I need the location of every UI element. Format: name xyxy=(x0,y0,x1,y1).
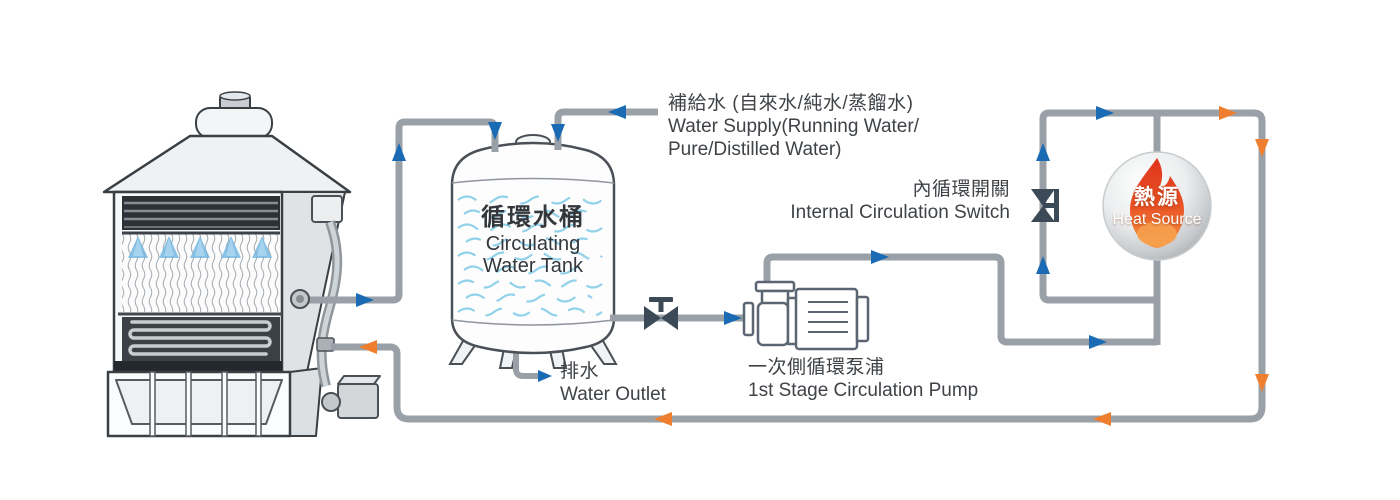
tank-label-en2: Water Tank xyxy=(482,255,584,277)
tower-sump-pump-box xyxy=(337,383,379,419)
hot-arrow-left-icon xyxy=(1093,412,1111,426)
pipe-water-supply xyxy=(554,108,658,150)
cooling-tower-illustration xyxy=(102,91,381,438)
tower-fan-housing xyxy=(195,107,273,139)
water-supply-label-en1: Water Supply(Running Water/ xyxy=(668,116,919,137)
internal-circulation-valve-icon xyxy=(1031,189,1059,222)
tank-outlet-valve-icon xyxy=(644,297,678,330)
hot-arrow-left-icon xyxy=(654,412,672,426)
tower-louvers xyxy=(122,196,280,230)
cool-arrow-down-icon xyxy=(551,124,565,142)
cool-arrow-right-icon xyxy=(1096,106,1114,120)
pipe-pump-discharge xyxy=(763,253,1157,346)
circulation-pump-icon xyxy=(742,280,870,351)
cool-flow-arrows xyxy=(356,105,1114,382)
cool-arrow-up-icon xyxy=(392,143,406,161)
cool-arrow-right-icon xyxy=(871,250,889,264)
pipe-tank-drain xyxy=(513,341,540,379)
cool-arrow-right-icon xyxy=(1089,335,1107,349)
water-outlet-label-en: Water Outlet xyxy=(560,384,666,405)
hot-arrow-down-icon xyxy=(1255,374,1269,392)
hot-arrow-down-icon xyxy=(1255,139,1269,157)
tower-outlet-port-center xyxy=(296,295,304,303)
circulating-water-tank-label: 循環水桶 Circulating Water Tank xyxy=(453,203,613,277)
tower-junction-box xyxy=(311,195,343,223)
water-supply-label-zh: 補給水 (自來水/純水/蒸餾水) xyxy=(668,93,914,114)
pipe-hot-return xyxy=(331,109,1266,423)
cool-arrow-left-icon xyxy=(608,105,626,119)
internal-circulation-switch-label: 內循環開關 Internal Circulation Switch xyxy=(790,178,1010,224)
tank-label-en1: Circulating xyxy=(485,233,581,255)
tower-coils xyxy=(128,320,272,356)
cool-arrow-right-icon xyxy=(356,293,374,307)
internal-circulation-switch-label-zh: 內循環開關 xyxy=(912,179,1010,200)
cool-arrow-right-icon xyxy=(538,370,552,382)
cool-arrow-up-icon xyxy=(1036,256,1050,274)
cool-arrow-right-icon xyxy=(724,311,742,325)
heat-source-label: 熱源 Heat Source xyxy=(1087,186,1227,229)
water-supply-label: 補給水 (自來水/純水/蒸餾水) Water Supply(Running Wa… xyxy=(668,92,919,161)
heat-source-label-en: Heat Source xyxy=(1112,211,1202,228)
tower-roof xyxy=(102,134,352,194)
circulation-pump-label: 一次側循環泵浦 1st Stage Circulation Pump xyxy=(748,356,978,402)
heat-source-label-zh: 熱源 xyxy=(1134,186,1180,209)
tower-basin-side xyxy=(289,367,323,437)
hot-arrow-right-icon xyxy=(1219,106,1237,120)
water-outlet-label-zh: 排水 xyxy=(560,361,600,382)
circulation-pump-label-zh: 一次側循環泵浦 xyxy=(748,357,885,378)
hot-arrow-left-icon xyxy=(359,340,377,354)
circulating-water-tank-illustration xyxy=(448,134,618,379)
water-outlet-label: 排水 Water Outlet xyxy=(560,360,666,406)
flame-glow xyxy=(1137,222,1177,246)
circulation-pump-label-en: 1st Stage Circulation Pump xyxy=(748,380,979,401)
tower-spray-nozzles xyxy=(128,236,272,258)
tank-label-zh: 循環水桶 xyxy=(481,204,585,231)
hot-flow-arrows xyxy=(359,106,1269,426)
heat-source-icon xyxy=(1102,151,1212,261)
water-supply-label-en2: Pure/Distilled Water) xyxy=(668,139,842,160)
cool-arrow-up-icon xyxy=(1036,143,1050,161)
internal-circulation-switch-label-en: Internal Circulation Switch xyxy=(790,202,1010,223)
tank-waves xyxy=(457,195,603,317)
cool-arrow-down-icon xyxy=(488,122,502,140)
